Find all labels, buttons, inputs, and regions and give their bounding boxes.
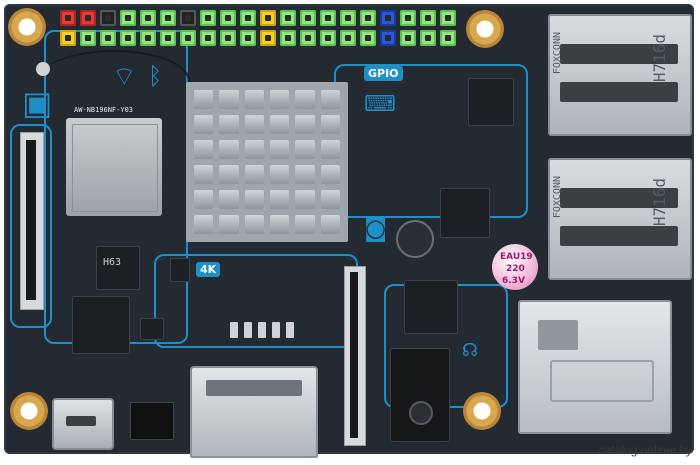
ethernet-tab — [538, 320, 578, 350]
electrolytic-capacitor: EAU19 220 6.3V — [492, 244, 538, 290]
smd-component — [286, 322, 294, 338]
module-label: AW-NB196NF-Y03 — [74, 106, 134, 114]
usb-model: H716d — [650, 34, 669, 83]
gpio-header-top-row — [60, 10, 456, 26]
mounting-hole — [8, 8, 46, 46]
camera-icon: ◙ — [364, 214, 388, 242]
headphones-icon: ☊ — [462, 340, 478, 361]
inductor-chip: H63 — [96, 246, 140, 290]
usb-port-top[interactable]: FOXCONN H716d — [548, 14, 692, 136]
module-shield — [72, 124, 158, 212]
4k-badge: 4K — [196, 262, 221, 277]
cpu-heatsink — [186, 82, 348, 242]
usb-brand: FOXCONN — [552, 176, 563, 219]
cap-label-3: 6.3V — [502, 276, 525, 286]
camera-ffc-slot — [350, 272, 358, 438]
usb-brand: FOXCONN — [552, 32, 563, 75]
ethernet-embossing — [550, 360, 654, 402]
usb-slot — [560, 226, 678, 246]
cap-label-1: EAU19 — [500, 252, 533, 262]
power-inductor — [396, 220, 434, 258]
usb-slot — [560, 188, 678, 208]
hdmi-opening — [206, 380, 302, 396]
ram-chip — [72, 296, 130, 354]
smd-component — [244, 322, 252, 338]
usb-model: H716d — [650, 178, 669, 227]
gpio-header-bottom-row — [60, 30, 456, 46]
micro-usb-opening — [66, 416, 96, 426]
mounting-hole — [466, 10, 504, 48]
usb-slot — [560, 44, 678, 64]
pin-header — [130, 402, 174, 440]
audio-jack-hole — [409, 401, 433, 425]
usb-slot — [560, 82, 678, 102]
smd-component — [258, 322, 266, 338]
cap-label-2: 220 — [506, 264, 525, 274]
antenna-wire — [38, 50, 190, 112]
watermark: catalog.onliner.by — [598, 443, 692, 457]
small-chip — [170, 258, 190, 282]
hdmi-port[interactable] — [190, 366, 318, 458]
chip-label: H63 — [103, 257, 122, 268]
keyboard-icon: ⌨ — [364, 92, 396, 117]
pcb-trace — [10, 124, 52, 328]
controller-chip — [440, 188, 490, 238]
display-ffc-slot — [26, 140, 36, 300]
wifi-module: AW-NB196NF-Y03 — [66, 106, 162, 216]
smd-component — [230, 322, 238, 338]
smd-component — [272, 322, 280, 338]
usb-hub-chip — [468, 78, 514, 126]
micro-usb-port[interactable] — [52, 398, 114, 450]
usb-port-bottom[interactable]: FOXCONN H716d — [548, 158, 692, 280]
ethernet-port[interactable] — [518, 300, 672, 434]
audio-jack[interactable] — [390, 348, 450, 442]
antenna-connector — [36, 62, 50, 76]
mounting-hole — [10, 392, 48, 430]
small-chip — [140, 318, 164, 340]
mounting-hole — [463, 392, 501, 430]
gpio-label: GPIO — [364, 66, 403, 81]
network-chip — [404, 280, 458, 334]
